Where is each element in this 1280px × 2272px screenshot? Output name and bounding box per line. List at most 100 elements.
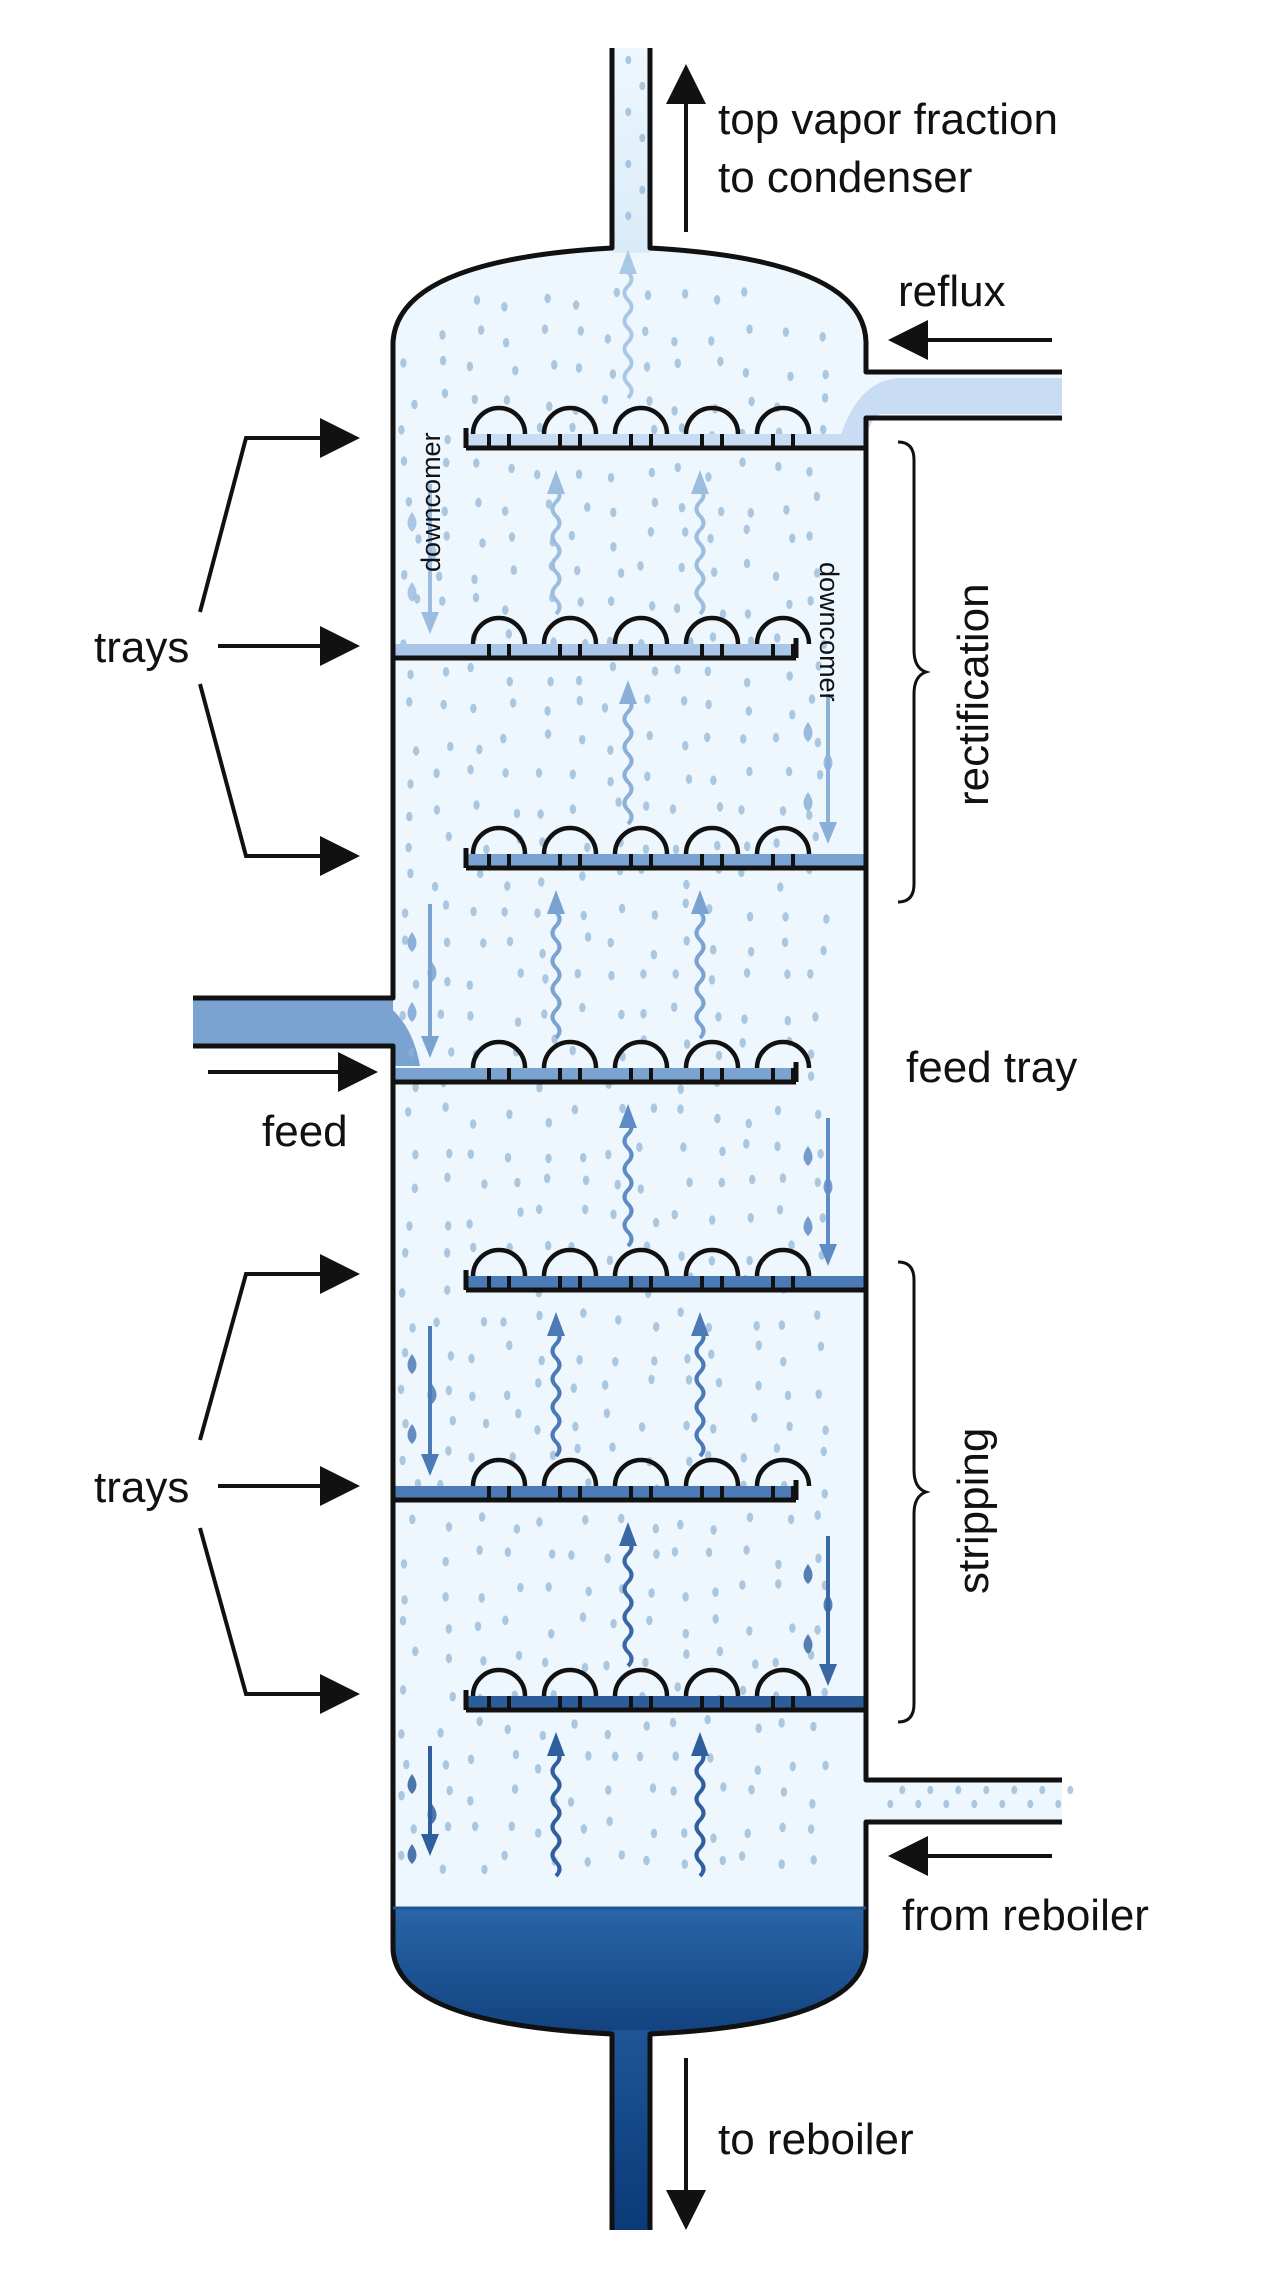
droplet bbox=[610, 1209, 617, 1220]
droplet bbox=[1027, 1799, 1034, 1809]
droplet bbox=[575, 469, 583, 480]
droplet bbox=[609, 369, 617, 379]
feed-label: feed bbox=[262, 1107, 348, 1156]
vapor-arrows bbox=[547, 250, 709, 1878]
droplet bbox=[642, 844, 650, 854]
droplet bbox=[401, 935, 409, 945]
droplet bbox=[775, 1579, 782, 1589]
droplet bbox=[669, 1717, 677, 1728]
droplet bbox=[509, 1452, 516, 1462]
droplet bbox=[607, 745, 614, 755]
droplet bbox=[820, 424, 827, 435]
bubble-cap bbox=[541, 825, 599, 870]
cap-dome bbox=[541, 615, 599, 645]
droplet bbox=[704, 666, 712, 677]
droplet bbox=[546, 401, 553, 412]
bubble-cap bbox=[754, 1457, 812, 1502]
droplet bbox=[752, 1659, 759, 1669]
droplet bbox=[682, 898, 689, 909]
droplet bbox=[787, 371, 794, 382]
liquid-drop bbox=[407, 1424, 417, 1444]
droplet bbox=[606, 1816, 613, 1827]
droplet bbox=[615, 1315, 622, 1325]
droplet bbox=[439, 355, 447, 366]
droplet bbox=[1055, 1799, 1062, 1809]
droplet bbox=[709, 632, 717, 642]
droplet bbox=[431, 881, 439, 892]
droplet bbox=[636, 1142, 643, 1152]
stripping-brace bbox=[897, 1260, 931, 1724]
droplet bbox=[535, 768, 543, 778]
droplet bbox=[748, 396, 755, 407]
droplet bbox=[502, 506, 509, 516]
reflux-label: reflux bbox=[898, 267, 1006, 316]
droplet bbox=[686, 1177, 693, 1188]
droplet bbox=[779, 1173, 787, 1183]
droplet bbox=[437, 1009, 445, 1019]
droplet bbox=[534, 1764, 542, 1774]
droplet bbox=[816, 770, 824, 780]
vapor-arrow bbox=[619, 1522, 637, 1668]
cap-dome bbox=[470, 615, 528, 645]
droplet bbox=[819, 332, 826, 342]
droplet bbox=[609, 1442, 616, 1452]
braces bbox=[897, 440, 931, 1724]
droplet bbox=[744, 1828, 751, 1839]
tray-liquid bbox=[393, 1486, 796, 1500]
droplet bbox=[640, 1008, 647, 1019]
droplet bbox=[644, 290, 652, 301]
vapor-arrow bbox=[619, 1104, 637, 1248]
droplet bbox=[639, 81, 646, 91]
droplet bbox=[782, 912, 789, 922]
bubble-cap bbox=[470, 1457, 528, 1502]
droplet bbox=[780, 1787, 788, 1797]
droplet bbox=[716, 1646, 724, 1657]
to-reboiler-label: to reboiler bbox=[718, 2115, 914, 2164]
droplet bbox=[785, 766, 793, 777]
droplet bbox=[473, 458, 480, 468]
droplet bbox=[643, 362, 651, 372]
droplet bbox=[711, 567, 718, 577]
droplet bbox=[773, 838, 780, 848]
droplet bbox=[745, 706, 752, 716]
droplet bbox=[398, 1729, 405, 1739]
droplet bbox=[778, 1320, 786, 1330]
droplet bbox=[412, 746, 420, 756]
droplet bbox=[444, 1248, 451, 1258]
droplet bbox=[746, 766, 753, 777]
droplet bbox=[542, 1657, 549, 1668]
droplet bbox=[577, 597, 584, 607]
droplet bbox=[582, 1204, 589, 1215]
droplet bbox=[444, 434, 451, 445]
droplet bbox=[444, 976, 451, 987]
droplet bbox=[743, 1545, 750, 1555]
droplet bbox=[739, 1038, 746, 1048]
cap-dome bbox=[541, 1457, 599, 1487]
tray-liquid bbox=[466, 854, 866, 868]
droplet bbox=[681, 696, 688, 706]
droplet bbox=[407, 868, 414, 879]
rectification-brace bbox=[897, 440, 931, 904]
droplet bbox=[683, 1649, 690, 1659]
droplet bbox=[713, 295, 721, 305]
droplet bbox=[397, 1384, 405, 1395]
top-vapor-label-line2: to condenser bbox=[718, 153, 972, 202]
droplet bbox=[705, 1547, 713, 1558]
droplet bbox=[638, 1422, 646, 1432]
droplet bbox=[400, 358, 407, 368]
droplet bbox=[677, 1519, 684, 1530]
droplet bbox=[786, 671, 793, 681]
droplet bbox=[822, 369, 829, 380]
reflux-liquid bbox=[840, 378, 1062, 438]
droplet bbox=[647, 527, 655, 537]
top-pipe-left-wall bbox=[193, 48, 615, 1001]
droplet bbox=[515, 1650, 523, 1661]
droplet bbox=[619, 1103, 626, 1114]
droplet bbox=[755, 1380, 762, 1391]
cap-dome bbox=[612, 615, 670, 645]
droplet bbox=[511, 1784, 519, 1794]
tray bbox=[393, 1039, 812, 1085]
from-reboiler-label: from reboiler bbox=[902, 1891, 1149, 1940]
droplet bbox=[479, 538, 486, 548]
liquid-drop bbox=[407, 1774, 417, 1794]
